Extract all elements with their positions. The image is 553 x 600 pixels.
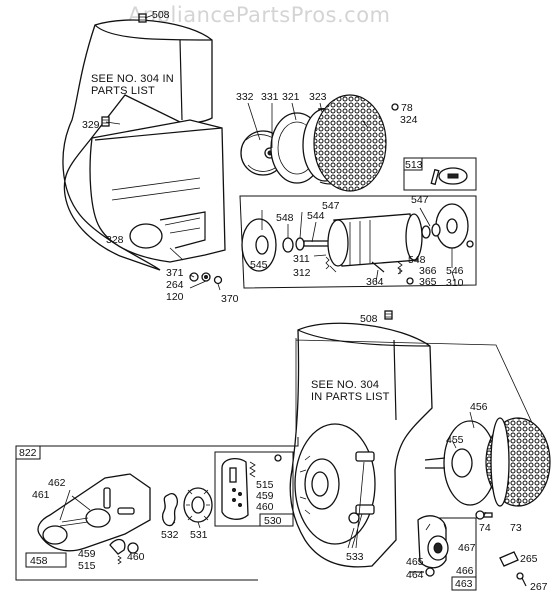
watermark-text: AppliancePartsPros.com <box>128 3 391 27</box>
blower-housing-panel-328 <box>89 119 226 263</box>
note-top-line2: PARTS LIST <box>91 85 155 97</box>
label-460-a: 460 <box>127 551 145 563</box>
label-370: 370 <box>221 293 239 305</box>
label-456: 456 <box>470 401 488 413</box>
label-467: 467 <box>458 542 476 554</box>
label-264: 264 <box>166 279 184 291</box>
screw-508-bottom <box>384 310 393 320</box>
label-530: 530 <box>264 515 282 527</box>
box-822 <box>15 437 299 581</box>
label-332: 332 <box>236 91 254 103</box>
label-545: 545 <box>250 259 268 271</box>
clip-265 <box>499 551 519 567</box>
label-513: 513 <box>405 159 423 171</box>
part-labels: 508 329 328 371 264 120 370 332 331 321 … <box>19 9 548 593</box>
label-364: 364 <box>366 276 384 288</box>
label-460-b: 460 <box>256 501 274 513</box>
label-531: 531 <box>190 529 208 541</box>
washers-264-120-370 <box>189 272 223 285</box>
label-546: 546 <box>446 265 464 277</box>
label-466: 466 <box>456 565 474 577</box>
label-508-top: 508 <box>152 9 170 21</box>
label-547-a: 547 <box>322 200 340 212</box>
label-120: 120 <box>166 291 184 303</box>
screw-74 <box>475 510 493 520</box>
label-265: 265 <box>520 553 538 565</box>
label-463: 463 <box>455 578 473 590</box>
label-73: 73 <box>510 522 522 534</box>
label-465: 465 <box>406 556 424 568</box>
label-822: 822 <box>19 447 37 459</box>
note-bottom-line1: SEE NO. 304 <box>311 379 379 391</box>
label-548-b: 548 <box>408 254 426 266</box>
label-547-b: 547 <box>411 194 429 206</box>
screw-329 <box>101 116 110 127</box>
screw-508-top <box>138 13 147 23</box>
box-458 <box>25 473 151 568</box>
label-464: 464 <box>406 569 424 581</box>
label-532: 532 <box>161 529 179 541</box>
flywheel-455 <box>424 420 497 506</box>
blower-housing-top <box>62 19 213 271</box>
label-321: 321 <box>282 91 300 103</box>
label-267: 267 <box>530 581 548 593</box>
blower-housing-bottom <box>289 322 433 568</box>
label-548-a: 548 <box>276 212 294 224</box>
link-532 <box>161 493 179 527</box>
label-323: 323 <box>309 91 327 103</box>
label-515-b: 515 <box>256 479 274 491</box>
label-508-bottom: 508 <box>360 313 378 325</box>
label-328: 328 <box>106 234 124 246</box>
note-top-line1: SEE NO. 304 IN <box>91 73 174 85</box>
label-365: 365 <box>419 276 437 288</box>
label-533: 533 <box>346 551 364 563</box>
bottom-frame <box>295 338 541 441</box>
box-513 <box>403 157 477 191</box>
label-459-b: 459 <box>256 490 274 502</box>
label-311: 311 <box>293 253 310 265</box>
label-78: 78 <box>401 102 413 114</box>
label-459-a: 459 <box>78 548 96 560</box>
label-324: 324 <box>400 114 418 126</box>
label-544: 544 <box>307 210 325 222</box>
label-310: 310 <box>446 277 464 289</box>
label-312: 312 <box>293 267 311 279</box>
label-462: 462 <box>48 477 66 489</box>
label-74: 74 <box>479 522 491 534</box>
starter-motor-box <box>239 195 477 289</box>
rotating-screen-456 <box>485 417 551 507</box>
note-bottom-line2: IN PARTS LIST <box>311 391 390 403</box>
screw-267 <box>516 572 527 587</box>
leader-lines <box>59 14 521 549</box>
rotating-screen-324 <box>313 94 399 192</box>
gear-531 <box>183 487 213 523</box>
label-461: 461 <box>32 489 50 501</box>
label-331: 331 <box>261 91 279 103</box>
label-371: 371 <box>166 267 184 279</box>
label-329: 329 <box>82 119 100 131</box>
label-515-a: 515 <box>78 560 96 572</box>
label-455: 455 <box>446 434 464 446</box>
label-366: 366 <box>419 265 437 277</box>
box-463 <box>410 515 477 591</box>
box-530 <box>214 451 294 527</box>
label-458: 458 <box>30 555 48 567</box>
